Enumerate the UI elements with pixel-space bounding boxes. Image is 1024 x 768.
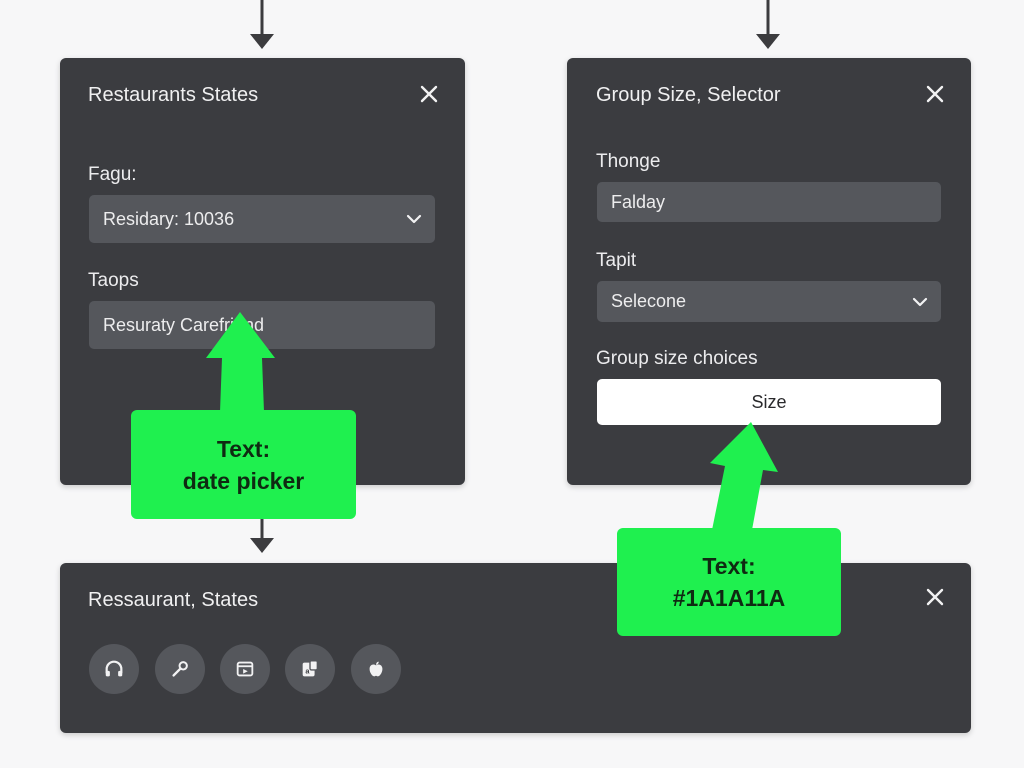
size-selector[interactable]: Size (597, 379, 941, 425)
tapit-select[interactable]: Selecone (597, 281, 941, 322)
close-icon (926, 85, 944, 103)
fagu-select[interactable]: Residary: 10036 (89, 195, 435, 243)
arrow-down-top-left (250, 0, 274, 49)
group-size-choices-label: Group size choices (596, 348, 758, 369)
close-icon (926, 588, 944, 606)
fagu-label: Fagu: (88, 164, 137, 185)
microphone-icon (172, 661, 188, 677)
tapit-select-value: Selecone (611, 291, 687, 311)
taops-label: Taops (88, 270, 139, 291)
microphone-button[interactable] (155, 644, 205, 694)
close-button[interactable] (417, 82, 441, 106)
headphones-button[interactable] (89, 644, 139, 694)
close-button[interactable] (923, 585, 947, 609)
chevron-down-icon (911, 293, 929, 311)
panel-title: Restaurants States (88, 84, 259, 106)
callout-color-code: Text: #1A1A11A (617, 528, 841, 636)
media-icon (236, 661, 254, 677)
arrow-down-middle (250, 519, 274, 553)
callout-line-1: Text: (702, 553, 756, 579)
app-store-icon: a (302, 660, 319, 677)
media-button[interactable] (220, 644, 270, 694)
callout-date-picker: Text: date picker (131, 410, 356, 519)
callout-line-2: date picker (182, 467, 305, 494)
panel-title: Ressaurant, States (88, 589, 259, 611)
callout-line-2: #1A1A11A (672, 585, 786, 611)
fagu-select-value: Residary: 10036 (103, 208, 235, 229)
headphones-icon (105, 660, 123, 677)
chevron-down-icon (405, 210, 423, 228)
apple-icon (369, 661, 383, 677)
arrow-down-top-right (756, 0, 780, 49)
thonge-input[interactable]: Falday (597, 182, 941, 222)
apple-button[interactable] (351, 644, 401, 694)
taops-input[interactable]: Resuraty Carefriend (89, 301, 435, 349)
taops-input-value: Resuraty Carefriend (103, 314, 265, 335)
size-selector-value: Size (751, 391, 787, 412)
callout-line-1: Text: (216, 435, 271, 462)
svg-text:a: a (305, 667, 310, 676)
thonge-input-value: Falday (611, 191, 666, 212)
thonge-label: Thonge (596, 151, 661, 172)
close-icon (420, 85, 438, 103)
app-store-button[interactable]: a (285, 644, 335, 694)
close-button[interactable] (923, 82, 947, 106)
panel-title: Group Size, Selector (596, 84, 781, 106)
tapit-label: Tapit (596, 250, 637, 271)
group-size-selector-panel: Group Size, Selector Thonge Falday Tapit… (567, 58, 971, 485)
